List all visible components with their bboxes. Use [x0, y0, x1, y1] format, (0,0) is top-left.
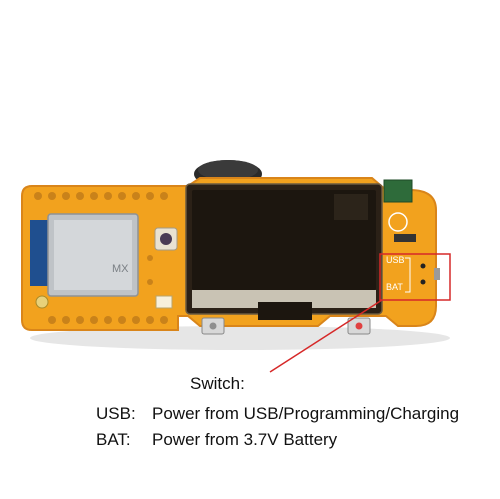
oled-glass	[192, 190, 376, 290]
display-ribbon	[258, 302, 312, 320]
switch-label-bat: BAT	[386, 282, 403, 292]
pin-header-bottom	[48, 316, 168, 324]
caption-bat-key: BAT:	[96, 430, 131, 449]
caption-title: Switch:	[190, 374, 245, 393]
pin-header-top	[34, 192, 168, 200]
caption-usb-line: USB: Power from USB/Programming/Charging	[96, 404, 459, 424]
power-switch	[434, 268, 440, 280]
switch-callout-line	[269, 299, 383, 373]
module-marking: MX	[112, 263, 129, 275]
antenna-pad	[35, 295, 49, 309]
reset-button-right	[347, 317, 371, 335]
status-led	[155, 295, 173, 309]
reset-button-left	[201, 317, 225, 335]
green-component	[383, 179, 413, 203]
caption-bat-text: Power from 3.7V Battery	[152, 430, 338, 449]
caption-bat-line: BAT: Power from 3.7V Battery	[96, 430, 337, 450]
caption-usb-text: Power from USB/Programming/Charging	[152, 404, 460, 423]
switch-callout-box	[379, 253, 451, 301]
caption-usb-key: USB:	[96, 404, 136, 423]
switch-label-usb: USB	[386, 255, 405, 265]
board-shadow	[30, 326, 450, 350]
pcb-logo	[388, 212, 408, 232]
